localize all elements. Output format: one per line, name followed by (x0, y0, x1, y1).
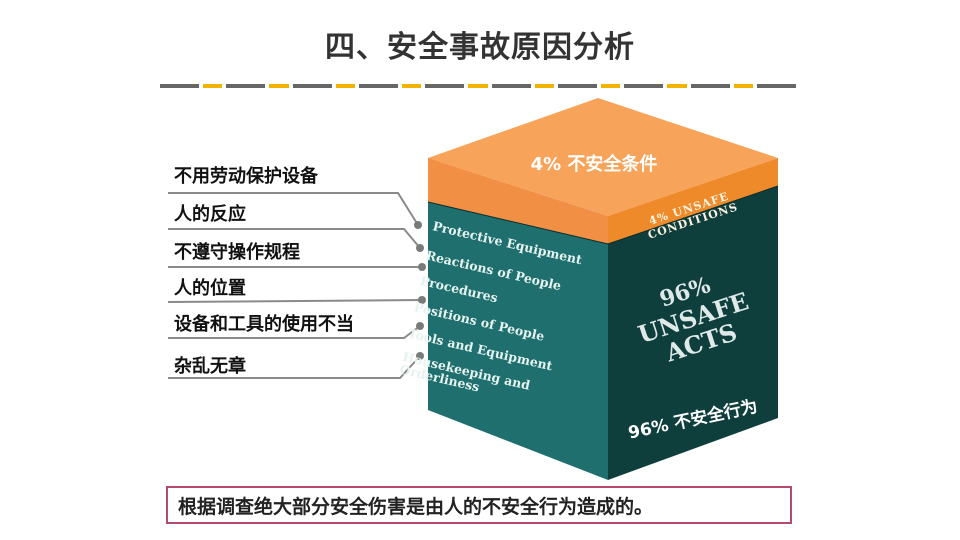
cause-label: 设备和工具的使用不当 (174, 314, 354, 335)
cube-front-face (428, 202, 608, 480)
connector-line (168, 192, 419, 226)
cause-label: 杂乱无章 (174, 356, 246, 377)
connector-line (167, 299, 423, 303)
cause-label: 不遵守操作规程 (174, 242, 300, 263)
connector-dot (416, 322, 424, 330)
page-title: 四、安全事故原因分析 (325, 30, 635, 65)
connector-dot (418, 263, 426, 271)
cube-top-face (428, 98, 778, 216)
conclusion-box: 根据调查绝大部分安全伤害是由人的不安全行为造成的。 (166, 486, 792, 524)
connector-lines (167, 192, 423, 379)
connector-line (168, 228, 421, 249)
cause-label: 人的位置 (174, 278, 246, 299)
connector-dot (416, 352, 424, 360)
cube-side-face (608, 186, 778, 480)
cube-top-label: 4% 不安全条件 (531, 153, 658, 175)
connector-line (168, 355, 421, 379)
connector-dot (414, 221, 422, 229)
cube-side-band (608, 158, 778, 244)
cause-label: 人的反应 (174, 204, 246, 225)
cube-front-band (428, 158, 608, 244)
connector-dot (418, 296, 426, 304)
connector-dot (416, 244, 424, 252)
cause-label: 不用劳动保护设备 (174, 166, 318, 187)
conclusion-text: 根据调查绝大部分安全伤害是由人的不安全行为造成的。 (178, 495, 654, 518)
connector-line (168, 325, 421, 339)
connector-dots (414, 221, 426, 360)
title-divider (160, 84, 800, 88)
